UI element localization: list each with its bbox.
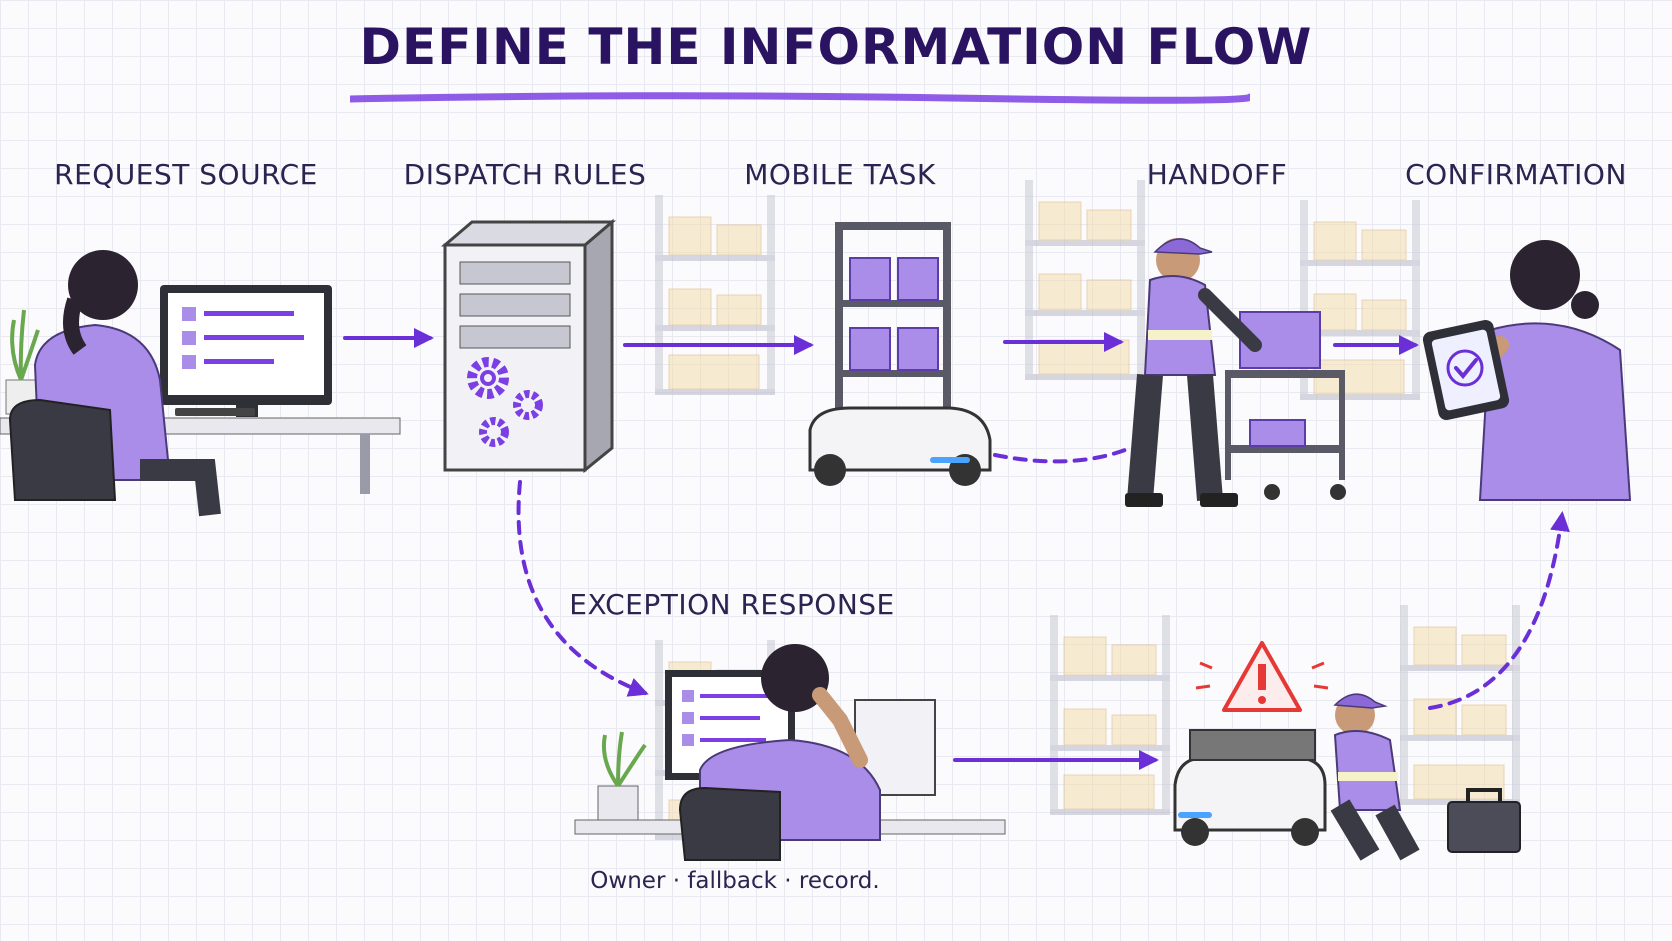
plant-icon xyxy=(597,731,647,823)
monitor-icon xyxy=(160,285,332,417)
arrow-robot-to-handoff-dashed xyxy=(993,448,1127,464)
warning-icon xyxy=(1195,641,1329,712)
confirmation-illustration xyxy=(1422,240,1632,501)
handoff-worker-illustration xyxy=(1125,238,1346,507)
flow-arrows xyxy=(343,328,1570,770)
stage-label-request-source: REQUEST SOURCE xyxy=(54,158,318,191)
stage-label-handoff: HANDOFF xyxy=(1146,158,1288,191)
stage-label-exception-response: EXCEPTION RESPONSE xyxy=(569,588,895,621)
request-source-illustration xyxy=(0,250,401,517)
stage-label-confirmation: CONFIRMATION xyxy=(1405,158,1627,191)
title-underline xyxy=(350,92,1250,104)
exception-caption: Owner · fallback · record. xyxy=(590,868,880,894)
mobile-robot-illustration xyxy=(808,222,992,486)
arrow-dispatch-to-exception-dashed xyxy=(516,480,649,697)
gear-icon xyxy=(467,357,543,447)
stage-label-dispatch-rules: DISPATCH RULES xyxy=(403,158,647,191)
dispatch-server-illustration xyxy=(440,218,617,474)
exception-operator-illustration xyxy=(574,644,1006,861)
toolbox-icon xyxy=(1447,788,1521,853)
diagram-title: DEFINE THE INFORMATION FLOW xyxy=(359,18,1313,76)
checkmark-icon xyxy=(1446,349,1484,387)
exception-robot-illustration xyxy=(1173,641,1521,861)
stage-label-mobile-task: MOBILE TASK xyxy=(744,158,936,191)
arrow-exception-to-confirmation-dashed xyxy=(1428,511,1570,710)
plant-icon xyxy=(5,309,40,415)
